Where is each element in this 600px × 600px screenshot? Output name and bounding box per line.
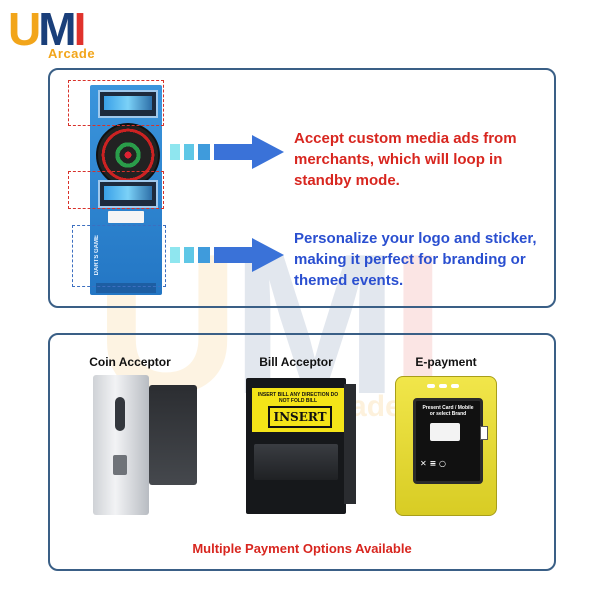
terminal-screen: Present Card / Mobile or select Brand ✕ …	[413, 398, 483, 484]
bill-acceptor-label: Bill Acceptor	[259, 355, 333, 369]
logo-u: U	[8, 3, 41, 55]
terminal-screen-text: Present Card / Mobile or select Brand	[422, 405, 474, 417]
payment-panel	[48, 333, 556, 571]
logo-i: I	[73, 3, 87, 55]
bill-sticker-insert: INSERT	[268, 406, 332, 428]
logo-subtitle: Arcade	[48, 46, 96, 61]
highlight-middle-screen	[68, 171, 164, 209]
dart-machine-image: DARTS GAME	[90, 85, 162, 295]
middle-screen	[98, 180, 158, 208]
payment-options-caption: Multiple Payment Options Available	[192, 541, 412, 556]
bill-sticker-caption: INSERT BILL ANY DIRECTION DO NOT FOLD BI…	[257, 392, 339, 404]
logo-m: M	[38, 3, 76, 55]
umi-arcade-logo: UMI Arcade	[8, 3, 118, 64]
card-slot	[480, 426, 488, 440]
bill-sticker: INSERT BILL ANY DIRECTION DO NOT FOLD BI…	[250, 386, 346, 434]
control-panel	[108, 211, 144, 223]
arrow-right-icon	[170, 135, 290, 169]
e-payment-label: E-payment	[415, 355, 477, 369]
coin-acceptor-label: Coin Acceptor	[89, 355, 171, 369]
coin-acceptor-image	[93, 375, 201, 515]
features-panel	[48, 68, 556, 308]
top-screen	[98, 90, 158, 118]
bill-acceptor-image: INSERT BILL ANY DIRECTION DO NOT FOLD BI…	[240, 378, 358, 514]
highlight-sticker-area	[72, 225, 166, 287]
machine-base	[96, 283, 156, 293]
terminal-keys: ✕ ≡ ○	[420, 459, 446, 468]
card-icon	[430, 423, 460, 441]
highlight-top-screen	[68, 80, 164, 126]
e-payment-terminal-image: Present Card / Mobile or select Brand ✕ …	[395, 376, 499, 516]
dartboard	[96, 123, 160, 187]
branding-text: Personalize your logo and sticker, makin…	[294, 230, 537, 289]
custom-ads-text: Accept custom media ads from merchants, …	[294, 130, 517, 189]
arrow-right-icon	[170, 238, 290, 272]
logo-letters: UMI	[8, 2, 87, 56]
